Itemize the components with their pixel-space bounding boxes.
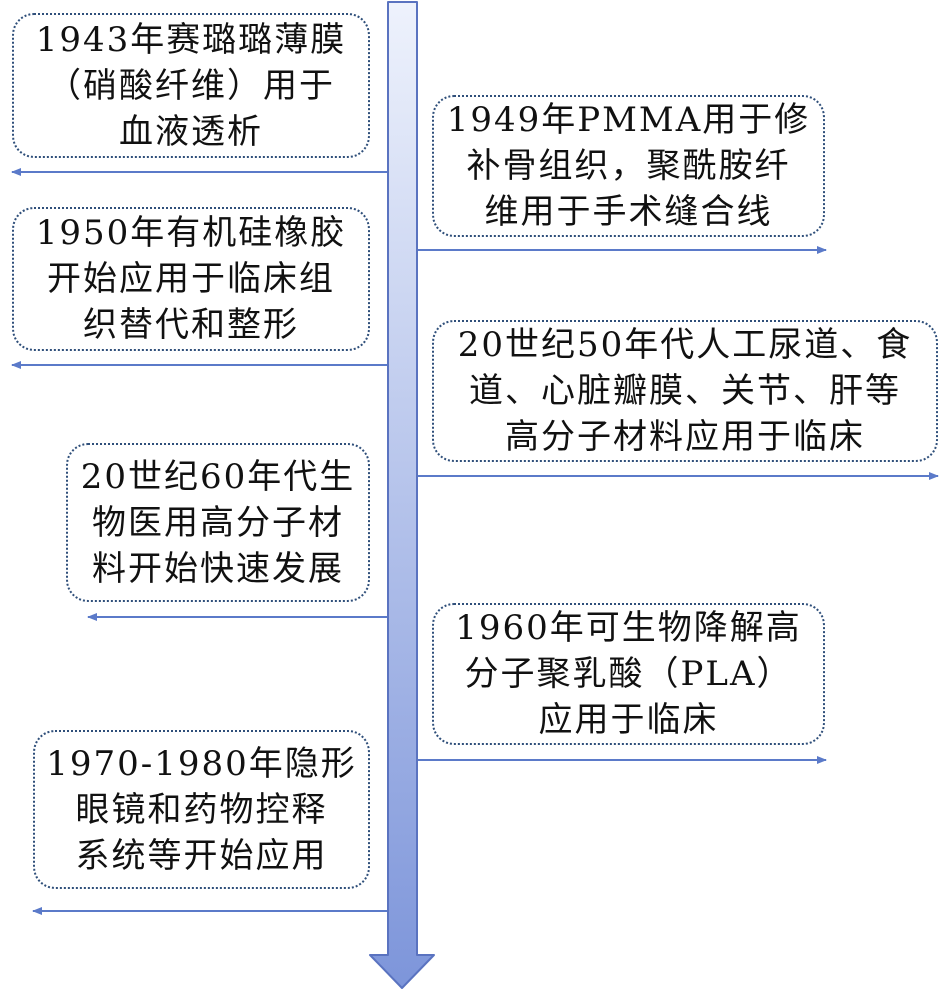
- event-box-1943: 1943年赛璐璐薄膜 （硝酸纤维）用于 血液透析: [12, 13, 370, 158]
- event-text-1960s: 20世纪60年代生 物医用高分子材 料开始快速发展: [80, 456, 356, 589]
- event-box-1950: 1950年有机硅橡胶 开始应用于临床组 织替代和整形: [12, 207, 370, 351]
- event-text-1943: 1943年赛璐璐薄膜 （硝酸纤维）用于 血液透析: [35, 19, 347, 152]
- event-box-1949: 1949年PMMA用于修 补骨组织，聚酰胺纤 维用于手术缝合线: [432, 95, 825, 237]
- event-text-1960: 1960年可生物降解高 分子聚乳酸（PLA） 应用于临床: [455, 608, 802, 740]
- time-axis-arrow: [369, 1, 435, 989]
- event-text-1950s: 20世纪50年代人工尿道、食 道、心脏瓣膜、关节、肝等 高分子材料应用于临床: [457, 325, 913, 457]
- event-box-1960: 1960年可生物降解高 分子聚乳酸（PLA） 应用于临床: [432, 603, 825, 745]
- event-box-1970: 1970-1980年隐形 眼镜和药物控释 系统等开始应用: [33, 730, 370, 889]
- event-box-1950s: 20世纪50年代人工尿道、食 道、心脏瓣膜、关节、肝等 高分子材料应用于临床: [432, 320, 938, 462]
- event-text-1949: 1949年PMMA用于修 补骨组织，聚酰胺纤 维用于手术缝合线: [446, 100, 811, 232]
- event-text-1970: 1970-1980年隐形 眼镜和药物控释 系统等开始应用: [46, 743, 357, 876]
- event-text-1950: 1950年有机硅橡胶 开始应用于临床组 织替代和整形: [35, 213, 347, 345]
- event-box-1960s: 20世纪60年代生 物医用高分子材 料开始快速发展: [66, 443, 370, 602]
